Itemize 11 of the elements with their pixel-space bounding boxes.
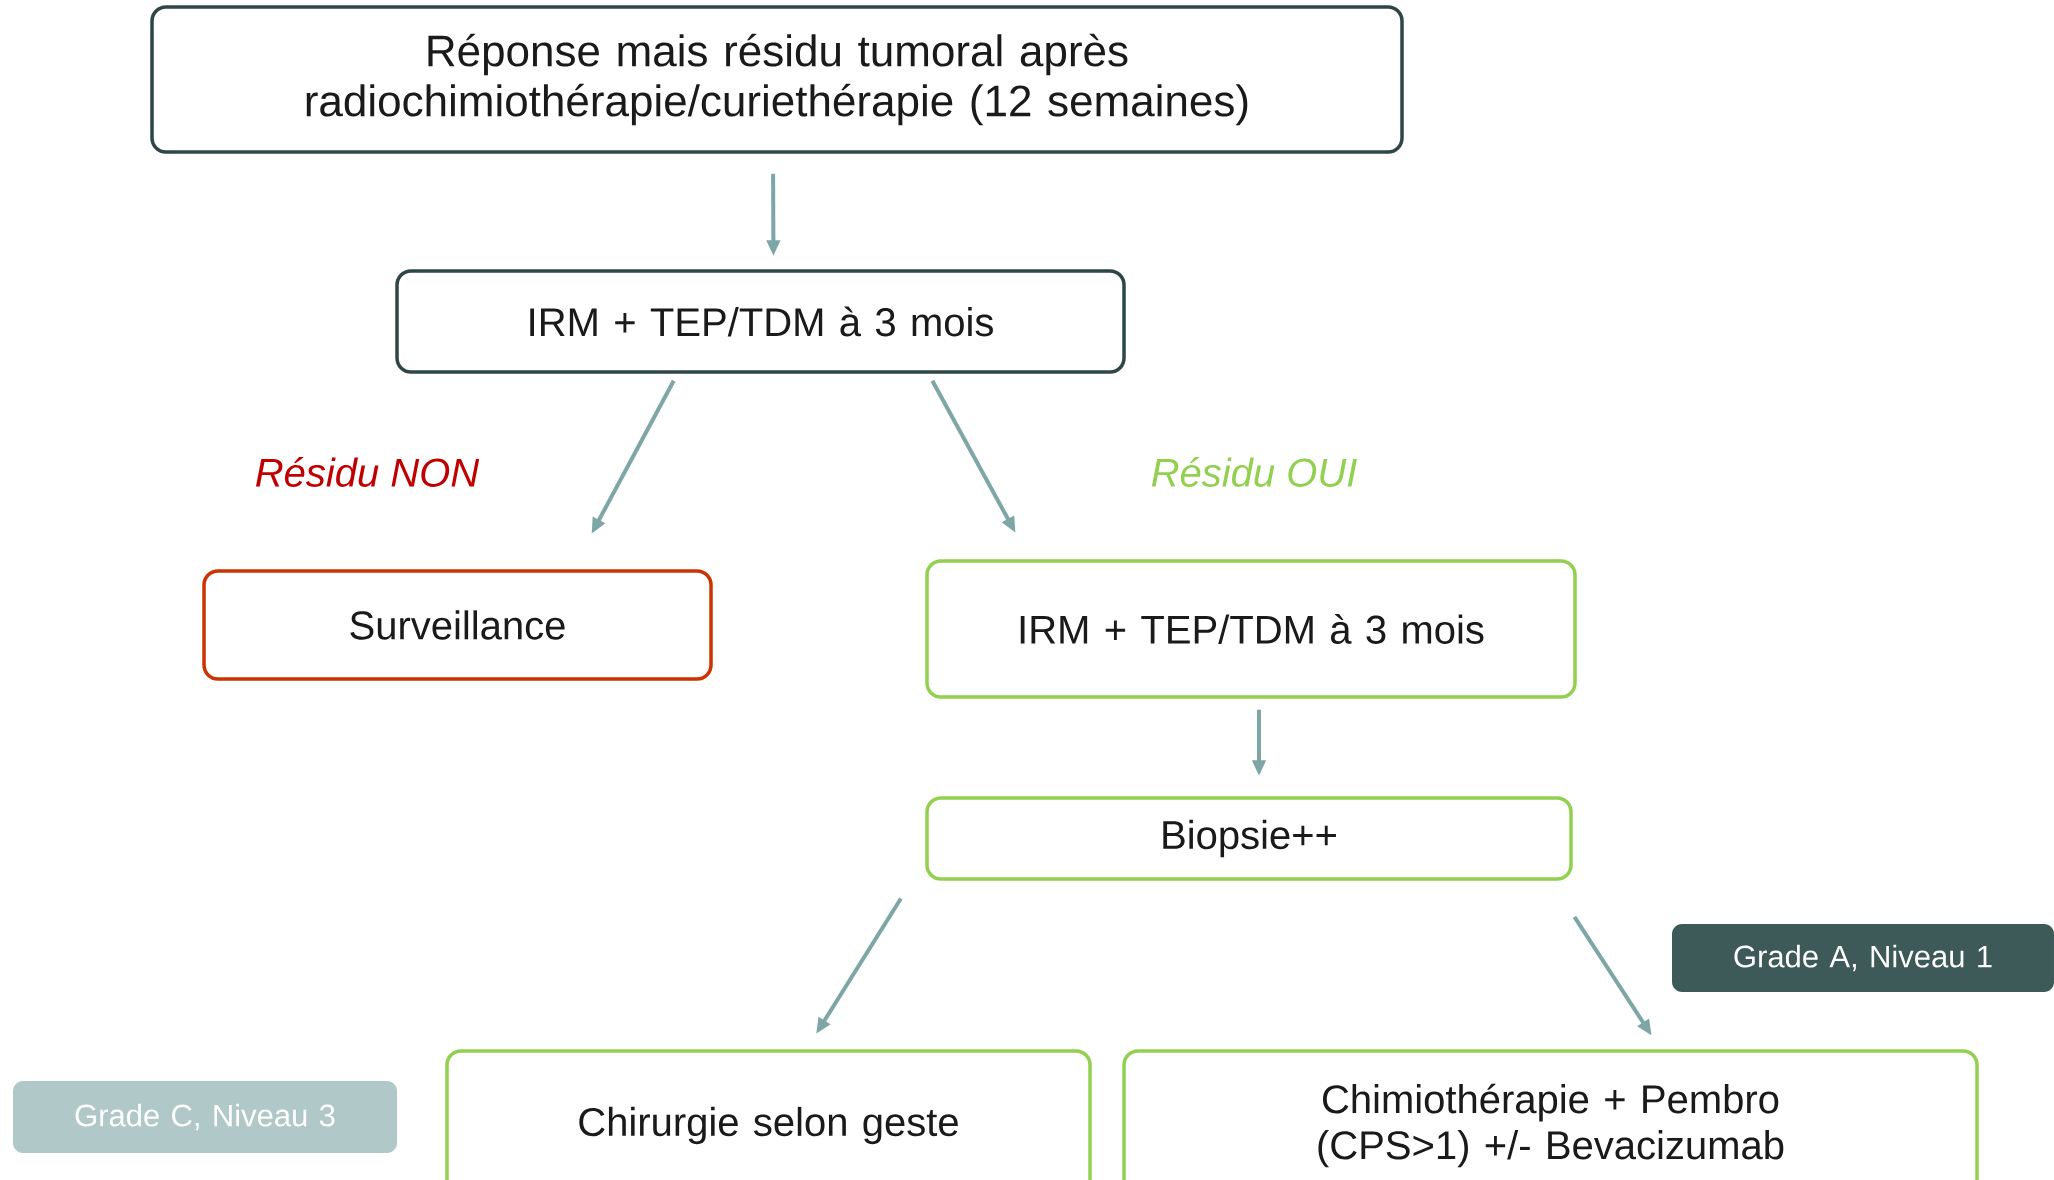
branch-label: Résidu OUI [1151, 457, 1357, 487]
process-box: Chimiothérapie + Pembro (CPS>1) +/- Bevacizumab [1122, 1049, 1979, 1180]
branch-label: Résidu NON [256, 457, 480, 487]
process-box: Réponse mais résidu tumoral après radiochimiothérapie/curiethérapie (12 semaines) [150, 5, 1404, 154]
grade-badge: Grade C, Niveau 3 [13, 1081, 397, 1153]
process-box: IRM + TEP/TDM à 3 mois [395, 269, 1126, 374]
process-box: Biopsie++ [925, 796, 1573, 881]
process-box: IRM + TEP/TDM à 3 mois [925, 559, 1577, 699]
process-box: Surveillance [202, 569, 713, 681]
process-box: Chirurgie selon geste [445, 1049, 1092, 1180]
grade-badge: Grade A, Niveau 1 [1672, 924, 2054, 992]
